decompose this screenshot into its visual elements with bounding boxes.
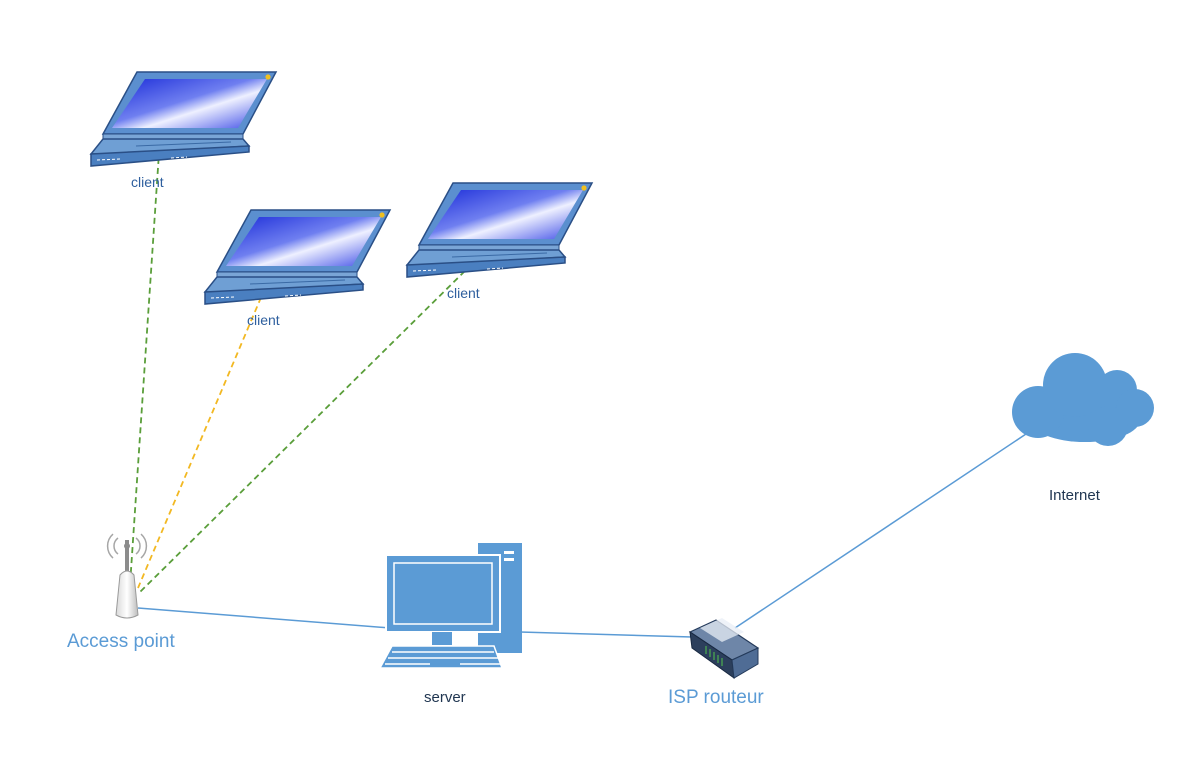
wireless-link-client-1 xyxy=(129,137,161,586)
isp-router-label: ISP routeur xyxy=(668,687,764,708)
client-label: client xyxy=(447,285,480,301)
router-icon xyxy=(688,618,760,680)
client-label: client xyxy=(247,312,280,328)
client-label: client xyxy=(131,174,164,190)
laptop-icon xyxy=(90,71,277,167)
wireless-link-client-3 xyxy=(139,263,473,593)
link-router-internet xyxy=(734,429,1033,629)
link-ap-server xyxy=(137,607,391,629)
wired-links xyxy=(137,429,1033,638)
cloud-icon xyxy=(1012,353,1154,446)
wireless-links xyxy=(129,137,473,593)
internet-label: Internet xyxy=(1049,487,1100,504)
wireless-link-client-2 xyxy=(137,287,266,589)
laptop-icon xyxy=(406,182,593,278)
wireless-access-point-icon xyxy=(106,533,148,619)
link-server-router xyxy=(519,631,693,638)
server-label: server xyxy=(424,689,466,706)
desktop-computer-icon xyxy=(378,543,522,669)
laptop-icon xyxy=(204,209,391,305)
access-point-label: Access point xyxy=(67,631,175,652)
